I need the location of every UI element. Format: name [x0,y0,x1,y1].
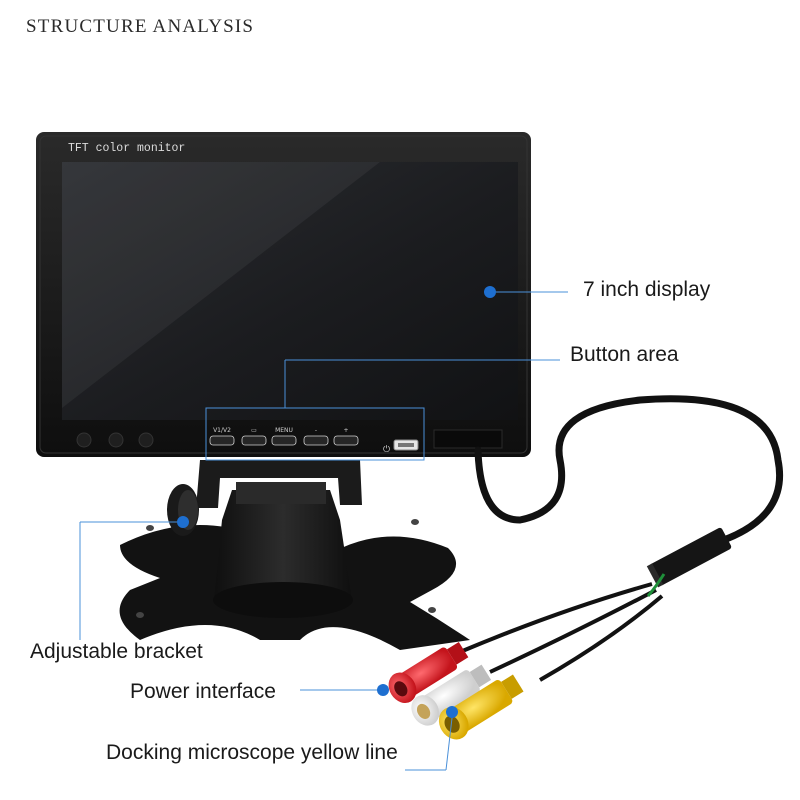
monitor-button-label: MENU [275,427,293,434]
rca-red-plug [388,641,469,703]
rca-white-plug [411,664,492,726]
page-title: STRUCTURE ANALYSIS [26,16,255,37]
led-indicator [138,432,154,448]
button-row: V1/V2 ▭ MENU - + [209,427,359,446]
monitor-brand-label: TFT color monitor [68,142,185,155]
stand-column [214,490,352,611]
wire-green [646,573,666,597]
callout-power-interface: Power interface [130,680,276,703]
power-symbol: ⏻ [383,444,390,455]
monitor-button[interactable] [209,435,235,446]
callout-adjustable-bracket: Adjustable bracket [30,640,203,663]
monitor-button-label: ▭ [251,427,257,434]
callout-yellow-marker [405,706,458,771]
callout-bracket-marker [79,516,189,640]
callout-yellow-line: Docking microscope yellow line [106,741,398,764]
monitor-button-label: + [343,427,348,434]
monitor-button[interactable] [303,435,329,446]
led-indicator [76,432,92,448]
led-indicator [108,432,124,448]
wire-red [459,582,653,654]
monitor-button-label: - [315,427,317,434]
callout-display-marker [484,286,568,298]
callout-buttons-marker [205,359,560,461]
bracket-yoke [196,460,362,508]
cable-splitter [649,527,732,586]
rca-yellow-plug [438,674,524,740]
callout-7-inch-display: 7 inch display [583,278,711,301]
monitor-button-label: V1/V2 [213,427,231,434]
callout-power-marker [300,684,389,696]
monitor-button[interactable] [271,435,297,446]
main-cable [474,395,783,548]
screen [62,162,518,420]
monitor-button[interactable] [241,435,267,446]
monitor-button[interactable] [333,435,359,446]
wire-white [489,588,657,674]
wire-yellow [539,594,664,682]
ir-window [433,429,503,449]
callout-button-area: Button area [570,343,679,366]
